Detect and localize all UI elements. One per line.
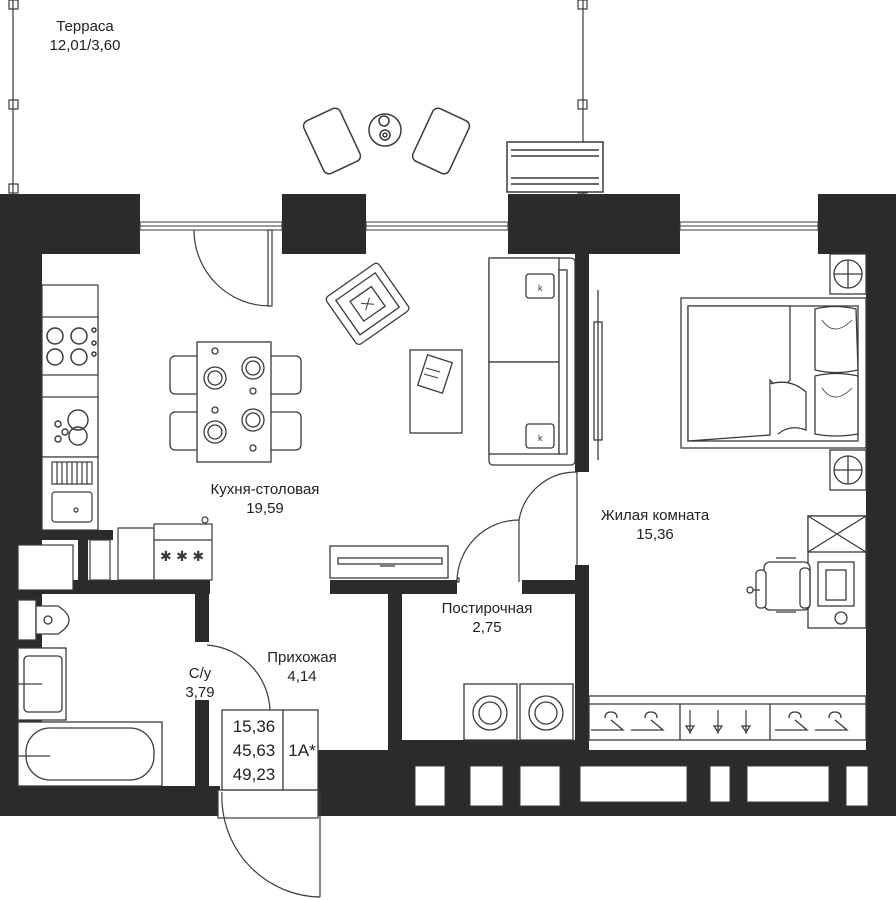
sink-icon [51,461,93,523]
bed-icon [680,297,867,449]
room-name: Постирочная [441,600,533,617]
summary-total-area: 45,63 [232,741,276,760]
summary-total-with-terrace: 49,23 [232,765,276,784]
room-label-hall: Прихожая 4,14 [252,648,352,686]
room-name: Кухня-столовая [210,481,320,498]
sofa-icon: k k [488,257,576,466]
room-area: 15,36 [636,526,674,543]
oven-icon: ✱ ✱ ✱ [117,516,213,581]
room-area: 2,75 [472,619,502,636]
room-name: Терраса [56,18,114,35]
wardrobe [588,695,867,741]
room-label-kitchen: Кухня-столовая 19,59 [190,480,340,518]
room-name: Жилая комната [600,507,710,524]
room-area: 4,14 [287,668,317,685]
summary-living-area: 15,36 [232,717,276,736]
room-name: С/у [188,665,212,682]
room-label-living: Жилая комната 15,36 [580,506,730,544]
room-name: Прихожая [267,649,337,666]
room-area: 3,79 [185,684,215,701]
dining-table-icon [169,341,302,463]
top-windows [139,221,819,231]
coffee-table [409,349,463,434]
toilet-icon [17,599,70,641]
armchair-icon [325,262,410,346]
desk-icon [807,515,867,629]
svg-text:✱ ✱ ✱: ✱ ✱ ✱ [160,549,204,565]
bottom-windows [414,765,869,807]
svg-text:k: k [538,433,543,443]
room-label-terrace: Терраса 12,01/3,60 [30,17,140,55]
doors [193,229,578,898]
room-area: 12,01/3,60 [49,37,121,54]
bathtub-icon [17,721,163,787]
tv-wall-icon [593,290,603,460]
shelf-icons [684,710,752,734]
kitchen-counter [41,284,99,531]
terrace-furniture [302,107,604,193]
summary-frame [221,709,319,791]
room-area: 19,59 [246,500,284,517]
office-chair-icon [746,557,811,613]
washing-machine-icon [54,409,89,446]
storage-cabinet [17,539,111,591]
summary-type: 1А* [288,741,316,760]
room-label-laundry: Постирочная 2,75 [422,599,552,637]
room-label-bath: С/у 3,79 [160,664,240,702]
stove-icon [46,327,97,366]
plant-icon [829,253,867,491]
sink-icon [17,647,67,721]
svg-text:k: k [538,283,543,293]
tv-icon [329,545,449,579]
washing-machine-icon [463,683,574,741]
